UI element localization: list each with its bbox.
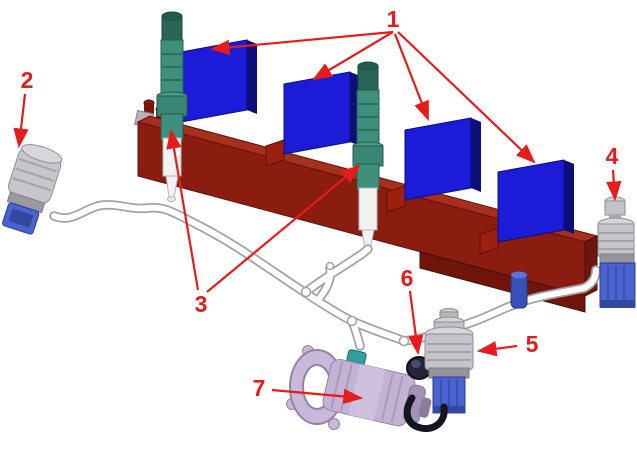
tube-collar [352, 145, 384, 167]
callout-2-label: 2 [21, 67, 34, 93]
module-bracket [265, 139, 285, 167]
right-sensor [597, 196, 636, 308]
module-face [180, 39, 248, 123]
callout-5-arrow [476, 341, 518, 357]
callout-3-arrow-b [206, 164, 361, 293]
callout-1-arrow-c [393, 33, 430, 122]
callout-6-arrow [408, 290, 424, 356]
hose-branch-tube2 [303, 246, 371, 295]
callout-1-label: 1 [387, 6, 400, 32]
module-bracket [386, 185, 406, 213]
module-1 [162, 39, 257, 135]
callout-1-arrow-b [312, 31, 394, 81]
callout-5-label: 5 [526, 331, 539, 357]
module-4 [479, 159, 574, 255]
callout-1-arrow-d [397, 31, 536, 164]
callout-7-arrow [271, 388, 364, 405]
hose-harness [49, 200, 601, 351]
module-face [283, 71, 351, 155]
module-2 [265, 71, 360, 167]
callouts: 1 2 3 4 5 6 7 [13, 6, 622, 405]
callout-3-label: 3 [195, 291, 208, 317]
pump-housing [286, 345, 432, 430]
callout-7-label: 7 [253, 375, 266, 401]
black-hose [403, 394, 448, 433]
callout-3-arrow-a [166, 128, 200, 291]
callout-6-label: 6 [401, 265, 414, 291]
callout-1-arrow-a [209, 30, 394, 56]
blue-fitting [510, 271, 528, 309]
module-3 [386, 117, 481, 213]
flange-tab [328, 418, 340, 430]
hose-junction [300, 286, 312, 298]
tube-2 [352, 61, 384, 251]
left-sensor [2, 144, 63, 235]
callout-2-arrow [13, 93, 29, 149]
sensor-connector [599, 262, 636, 308]
module-face [404, 117, 472, 201]
tube-collar [156, 95, 188, 117]
module-bracket [479, 227, 499, 255]
callout-4-arrow [606, 169, 622, 202]
tube-lower-white [358, 187, 378, 231]
tube-body [160, 39, 184, 99]
module-face [497, 159, 565, 243]
hose-spur [315, 265, 334, 303]
hose-junction [398, 335, 410, 347]
callout-4-label: 4 [606, 143, 619, 169]
hose-junction [346, 315, 358, 327]
valve-unit [424, 308, 474, 414]
hose-elbow-right [581, 267, 599, 291]
tube-body [356, 89, 380, 149]
